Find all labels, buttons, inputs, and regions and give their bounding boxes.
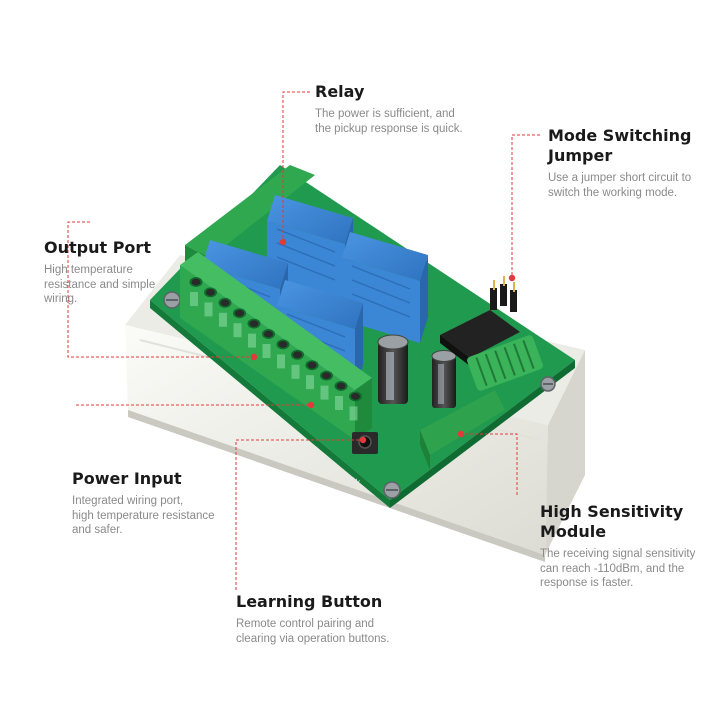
terminal-screw [349, 391, 362, 421]
callout-high-sensitivity-title: High Sensitivity Module [540, 502, 684, 541]
terminal-screw [276, 339, 290, 369]
callout-output-port-desc: High temperature resistance and simple w… [44, 264, 156, 305]
terminal-screw [291, 349, 304, 379]
terminal-screw [305, 360, 319, 390]
callout-high-sensitivity-desc: The receiving signal sensitivity can rea… [540, 548, 696, 589]
rf-receiver-module [420, 335, 543, 470]
callout-relay: Relay The power is sufficient, and the p… [315, 82, 463, 136]
capacitor-large [377, 334, 409, 404]
capacitor-small [431, 350, 457, 408]
terminal-screw [262, 329, 275, 358]
callout-learning-button-desc: Remote control pairing and clearing via … [236, 618, 390, 645]
callout-high-sensitivity: High Sensitivity Module The receiving si… [540, 502, 695, 591]
callout-power-input-title: Power Input [72, 469, 182, 488]
terminal-screw [320, 370, 333, 400]
callout-relay-desc: The power is sufficient, and the pickup … [315, 108, 463, 135]
callout-relay-title: Relay [315, 82, 365, 101]
callout-output-port: Output Port High temperature resistance … [44, 238, 155, 307]
callout-output-port-title: Output Port [44, 238, 151, 257]
callout-mode-jumper-title: Mode Switching Jumper [548, 126, 692, 165]
mode-jumper [490, 276, 517, 312]
callout-mode-jumper-desc: Use a jumper short circuit to switch the… [548, 172, 692, 199]
callout-learning-button-title: Learning Button [236, 592, 383, 611]
ic-chip [440, 310, 520, 366]
callout-power-input-desc: Integrated wiring port, high temperature… [72, 495, 215, 536]
callout-power-input: Power Input Integrated wiring port, high… [72, 469, 215, 538]
callout-learning-button: Learning Button Remote control pairing a… [236, 592, 389, 646]
callout-mode-jumper: Mode Switching Jumper Use a jumper short… [548, 126, 691, 200]
terminal-screw [334, 381, 348, 410]
